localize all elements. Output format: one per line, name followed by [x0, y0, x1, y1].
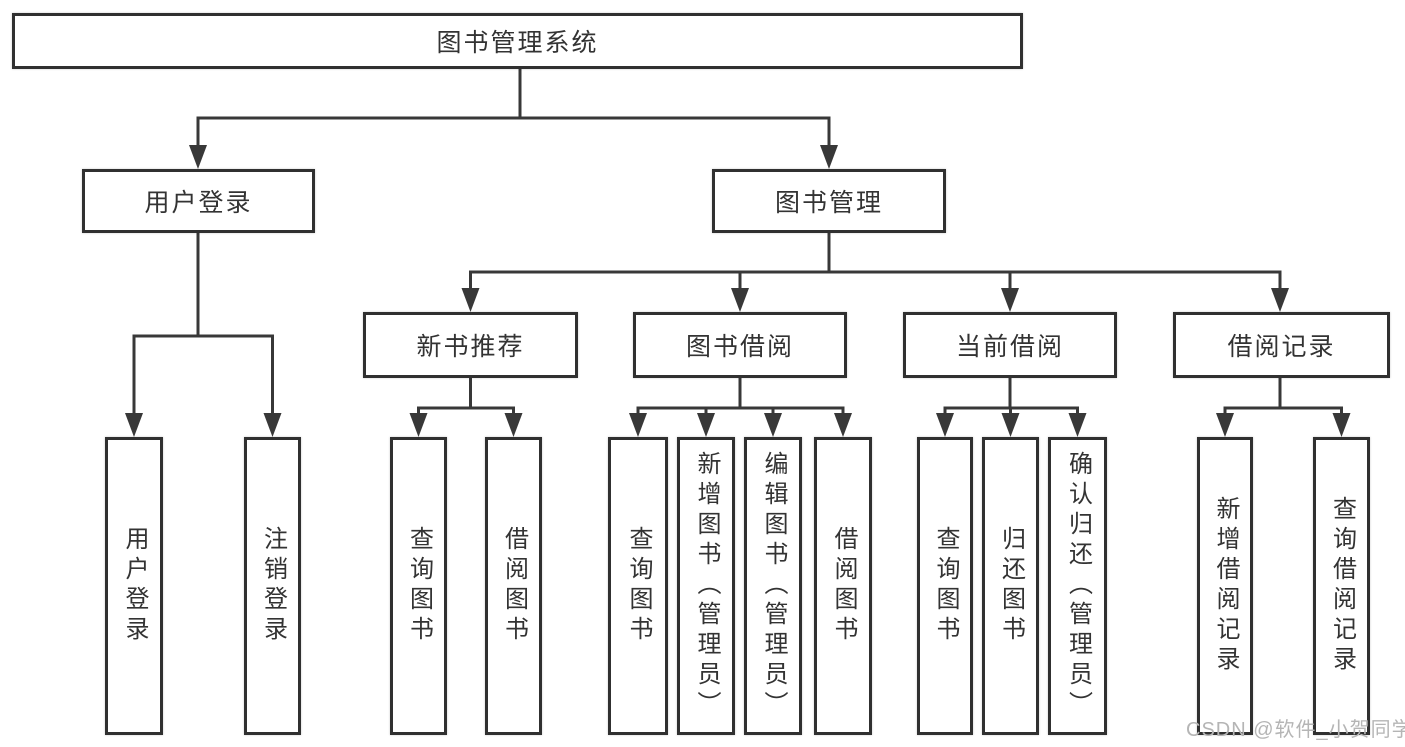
leaf-records-add-borrow-record: 新增借阅记录: [1197, 437, 1253, 735]
node-root-label: 图书管理系统: [436, 29, 599, 57]
leaf-logout-login: 注销登录: [244, 437, 301, 735]
leaf-records-query-borrow-record-label: 查询借阅记录: [1328, 496, 1356, 676]
leaf-current-return-books-label: 归还图书: [997, 526, 1025, 646]
leaf-borrowing-edit-books-admin: 编辑图书（管理员）: [744, 437, 802, 735]
leaf-borrowing-add-books-admin: 新增图书（管理员）: [677, 437, 735, 735]
leaf-records-add-borrow-record-label: 新增借阅记录: [1212, 496, 1239, 676]
leaf-current-confirm-return-admin-label: 确认归还（管理员）: [1064, 451, 1092, 721]
node-book-management: 图书管理: [712, 169, 946, 233]
node-new-book-recommendation-label: 新书推荐: [416, 333, 525, 361]
leaf-records-query-borrow-record: 查询借阅记录: [1313, 437, 1370, 735]
leaf-borrowing-query-books: 查询图书: [608, 437, 668, 735]
node-borrowing-records-label: 借阅记录: [1227, 333, 1336, 361]
node-user-login-label: 用户登录: [144, 189, 253, 217]
leaf-user-login: 用户登录: [105, 437, 163, 735]
leaf-recommend-borrow-books: 借阅图书: [485, 437, 542, 735]
leaf-borrowing-borrow-books-label: 借阅图书: [830, 526, 857, 646]
leaf-borrowing-edit-books-admin-label: 编辑图书（管理员）: [760, 451, 787, 721]
leaf-borrowing-add-books-admin-label: 新增图书（管理员）: [693, 451, 720, 721]
node-book-borrowing: 图书借阅: [633, 312, 847, 378]
node-user-login: 用户登录: [82, 169, 315, 233]
node-root: 图书管理系统: [12, 13, 1023, 69]
leaf-user-login-label: 用户登录: [121, 526, 148, 646]
leaf-borrowing-query-books-label: 查询图书: [625, 526, 652, 646]
leaf-recommend-query-books-label: 查询图书: [405, 526, 433, 646]
leaf-logout-login-label: 注销登录: [259, 526, 287, 646]
node-book-management-label: 图书管理: [774, 189, 883, 217]
node-current-borrowing: 当前借阅: [903, 312, 1117, 378]
leaf-recommend-query-books: 查询图书: [390, 437, 447, 735]
leaf-current-return-books: 归还图书: [982, 437, 1039, 735]
leaf-borrowing-borrow-books: 借阅图书: [814, 437, 872, 735]
leaf-recommend-borrow-books-label: 借阅图书: [500, 526, 528, 646]
node-borrowing-records: 借阅记录: [1173, 312, 1390, 378]
leaf-current-query-books: 查询图书: [917, 437, 973, 735]
leaf-current-confirm-return-admin: 确认归还（管理员）: [1048, 437, 1107, 735]
leaf-current-query-books-label: 查询图书: [932, 526, 959, 646]
node-current-borrowing-label: 当前借阅: [955, 333, 1064, 361]
watermark: CSDN @软件_小贺同学: [1186, 719, 1405, 741]
node-new-book-recommendation: 新书推荐: [363, 312, 578, 378]
node-book-borrowing-label: 图书借阅: [685, 333, 794, 361]
